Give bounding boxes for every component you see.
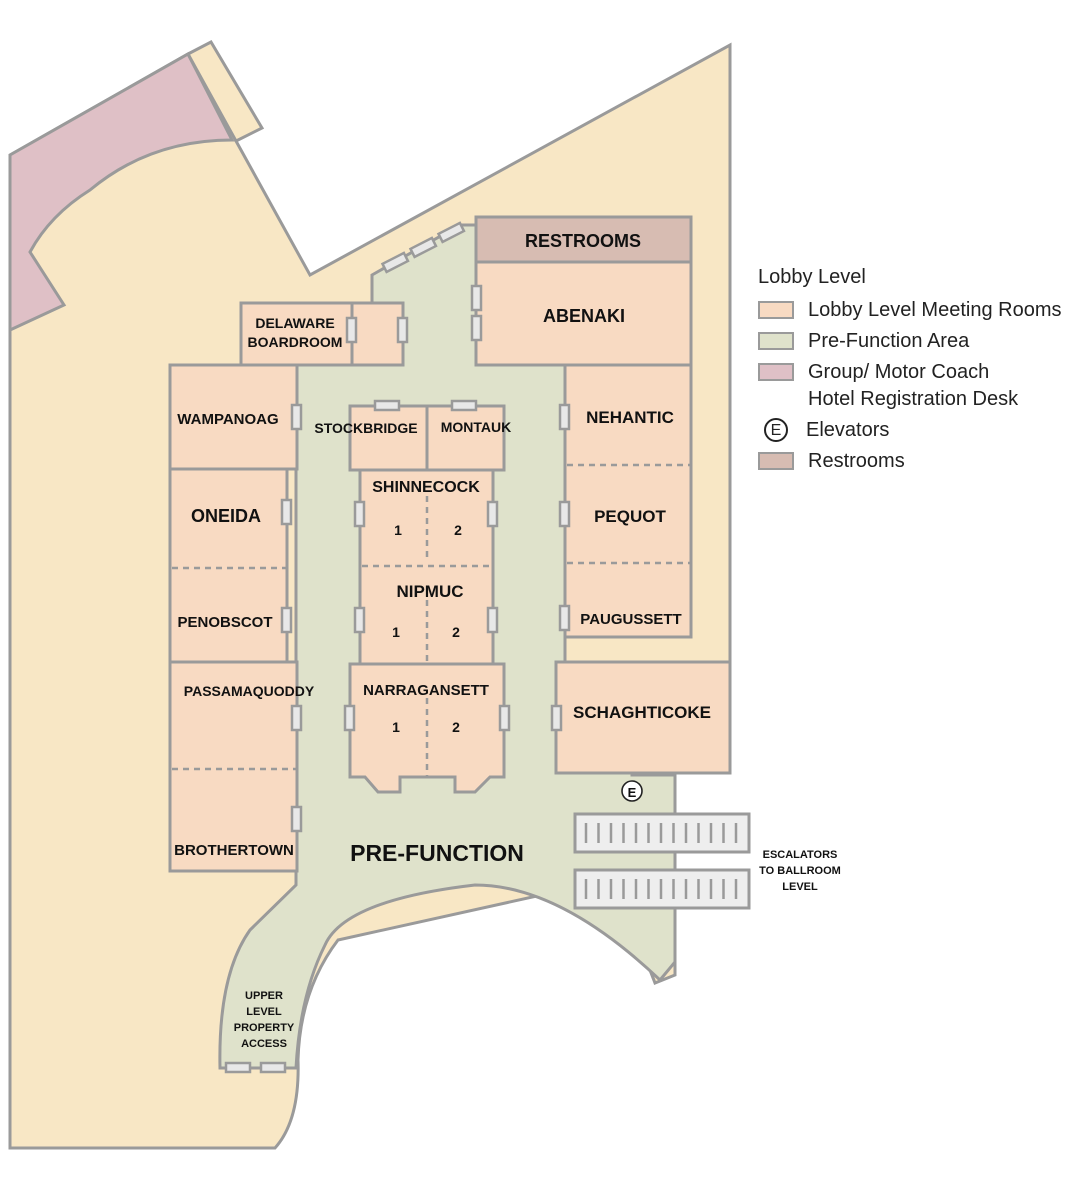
elevator-symbol: E bbox=[628, 785, 637, 800]
door-icon bbox=[290, 403, 303, 431]
door-icon bbox=[290, 704, 303, 732]
label-prefunction: PRE-FUNCTION bbox=[350, 840, 524, 866]
label-montauk: MONTAUK bbox=[441, 419, 512, 435]
elevator-icon: E bbox=[764, 418, 788, 442]
label-schaghticoke: SCHAGHTICOKE bbox=[573, 703, 711, 722]
door-icon bbox=[450, 399, 478, 412]
door-icon bbox=[436, 221, 466, 244]
legend-label: Lobby Level Meeting Rooms bbox=[808, 299, 1062, 321]
room-nehantic-pequot-paugussett[interactable] bbox=[563, 363, 693, 639]
motor-coach-area bbox=[8, 51, 235, 333]
legend-item-prefunction: Pre-Function Area bbox=[758, 328, 1070, 355]
label-upper-access-line1: UPPER bbox=[245, 990, 283, 1002]
label-oneida: ONEIDA bbox=[191, 506, 261, 526]
door-icon bbox=[486, 500, 499, 528]
room-oneida-penobscot[interactable] bbox=[168, 467, 289, 664]
door-icon bbox=[353, 606, 366, 634]
label-nipmuc: NIPMUC bbox=[396, 582, 463, 601]
room-delaware-boardroom[interactable] bbox=[239, 301, 354, 367]
label-shinnecock-2: 2 bbox=[454, 522, 462, 538]
label-nipmuc-1: 1 bbox=[392, 624, 400, 640]
door-icon bbox=[470, 314, 483, 342]
label-delaware-line2: BOARDROOM bbox=[248, 334, 343, 350]
door-icon bbox=[343, 704, 356, 732]
meeting-rooms-swatch bbox=[758, 301, 794, 319]
label-narragansett: NARRAGANSETT bbox=[363, 682, 489, 699]
legend-item-elevators: E Elevators bbox=[758, 417, 1070, 444]
label-restrooms: RESTROOMS bbox=[525, 231, 641, 251]
label-passamaquoddy: PASSAMAQUODDY bbox=[184, 683, 315, 699]
label-escalators-line2: TO BALLROOM bbox=[759, 865, 841, 877]
door-icon bbox=[259, 1061, 287, 1074]
room-delaware-annex[interactable] bbox=[350, 301, 405, 367]
label-nipmuc-2: 2 bbox=[452, 624, 460, 640]
motor-coach-swatch bbox=[758, 363, 794, 381]
label-narragansett-1: 1 bbox=[392, 719, 400, 735]
room-restrooms[interactable] bbox=[474, 215, 693, 264]
room-montauk[interactable] bbox=[425, 404, 506, 472]
legend: Lobby Level Lobby Level Meeting Rooms Pr… bbox=[758, 266, 1070, 479]
door-icon bbox=[396, 316, 409, 344]
legend-item-restrooms: Restrooms bbox=[758, 448, 1070, 475]
legend-item-motor-coach: Group/ Motor Coach Hotel Registration De… bbox=[758, 359, 1070, 413]
room-schaghticoke[interactable] bbox=[554, 660, 732, 775]
label-delaware-line1: DELAWARE bbox=[255, 315, 334, 331]
label-stockbridge: STOCKBRIDGE bbox=[314, 420, 417, 436]
restrooms-swatch bbox=[758, 452, 794, 470]
door-icon bbox=[280, 498, 293, 526]
door-icon bbox=[558, 403, 571, 431]
prefunction-swatch bbox=[758, 332, 794, 350]
door-icon bbox=[373, 399, 401, 412]
door-icon bbox=[558, 604, 571, 632]
legend-item-meeting-rooms: Lobby Level Meeting Rooms bbox=[758, 297, 1070, 324]
door-icon bbox=[224, 1061, 252, 1074]
label-penobscot: PENOBSCOT bbox=[177, 614, 272, 631]
escalators-icon bbox=[573, 812, 751, 910]
legend-label: Group/ Motor Coach bbox=[808, 361, 990, 383]
door-icon bbox=[558, 500, 571, 528]
label-escalators-line1: ESCALATORS bbox=[763, 849, 838, 861]
label-pequot: PEQUOT bbox=[594, 507, 666, 526]
label-abenaki: ABENAKI bbox=[543, 306, 625, 326]
legend-label: Hotel Registration Desk bbox=[808, 388, 1019, 410]
label-upper-access-line4: ACCESS bbox=[241, 1038, 287, 1050]
door-icon bbox=[550, 704, 563, 732]
label-narragansett-2: 2 bbox=[452, 719, 460, 735]
room-stockbridge[interactable] bbox=[348, 404, 429, 472]
label-escalators-line3: LEVEL bbox=[782, 881, 818, 893]
label-upper-access-line3: PROPERTY bbox=[234, 1022, 295, 1034]
door-icon bbox=[486, 606, 499, 634]
room-abenaki[interactable] bbox=[474, 260, 693, 367]
legend-label: Pre-Function Area bbox=[808, 330, 970, 352]
label-shinnecock: SHINNECOCK bbox=[372, 479, 480, 496]
label-wampanoag: WAMPANOAG bbox=[177, 411, 278, 428]
label-upper-access-line2: LEVEL bbox=[246, 1006, 282, 1018]
door-icon bbox=[353, 500, 366, 528]
door-icon bbox=[345, 316, 358, 344]
legend-title: Lobby Level bbox=[758, 266, 866, 288]
label-nehantic: NEHANTIC bbox=[586, 408, 674, 427]
label-brothertown: BROTHERTOWN bbox=[174, 842, 294, 859]
door-icon bbox=[380, 251, 410, 274]
door-icon bbox=[290, 805, 303, 833]
room-narragansett[interactable] bbox=[348, 662, 506, 794]
room-passamaquoddy-brothertown[interactable] bbox=[168, 660, 299, 873]
elevator-icon: E bbox=[621, 780, 643, 802]
label-shinnecock-1: 1 bbox=[394, 522, 402, 538]
door-icon bbox=[470, 284, 483, 312]
legend-label: Elevators bbox=[806, 419, 890, 441]
door-icon bbox=[408, 236, 438, 259]
legend-label: Restrooms bbox=[808, 450, 905, 472]
door-icon bbox=[280, 606, 293, 634]
label-paugussett: PAUGUSSETT bbox=[580, 611, 681, 628]
room-shinnecock-nipmuc[interactable] bbox=[358, 468, 495, 666]
door-icon bbox=[498, 704, 511, 732]
